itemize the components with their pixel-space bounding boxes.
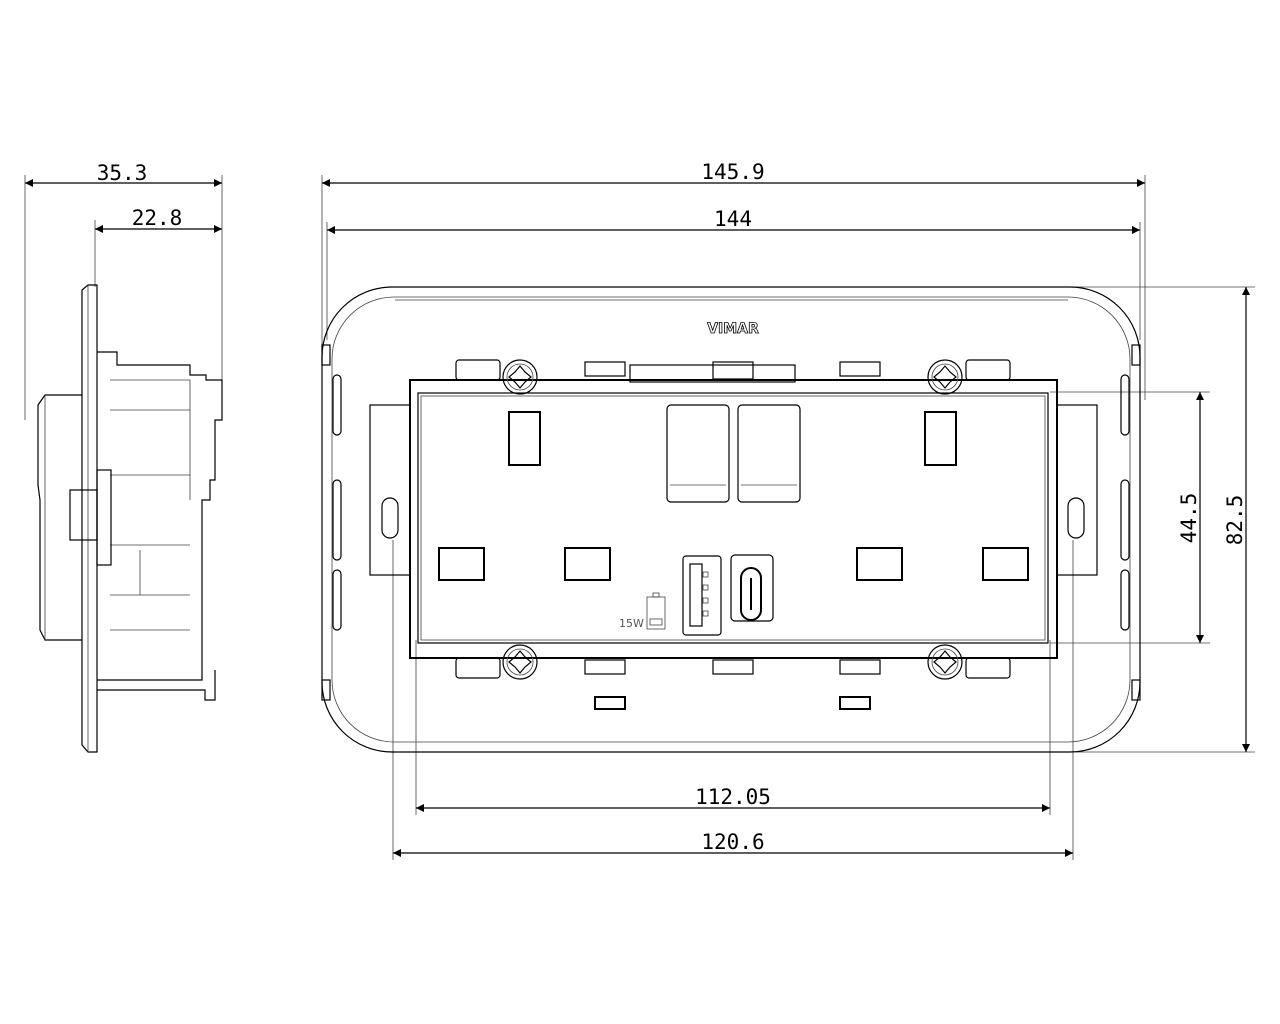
dimension-35-3: 35.3 [25,161,222,187]
screw-icon [502,644,538,680]
dimension-112-05: 112.05 [416,785,1050,812]
dimension-label: 120.6 [701,830,764,854]
pin-socket [982,547,1029,581]
dimension-label: 145.9 [701,160,764,184]
dimension-145-9: 145.9 [322,160,1145,187]
brand-logo: VIMAR [707,321,759,337]
dimension-44-5: 44.5 [1177,392,1204,643]
plate-slots [321,344,1141,701]
usb-c-port-icon [730,554,774,622]
dimension-120-6: 120.6 [393,830,1073,857]
screw-icon [502,359,538,395]
pin-socket [856,547,903,581]
dimension-label: 44.5 [1177,493,1201,544]
dimension-82-5: 82.5 [1223,287,1250,752]
dimension-label: 35.3 [97,161,148,185]
side-view [24,175,223,753]
switch-left [666,404,730,503]
screw-icon [927,644,963,680]
dimension-label: 112.05 [695,785,771,809]
dimension-label: 144 [714,207,752,231]
pin-socket [438,547,485,581]
earth-socket-left [508,411,541,466]
frame-hole-left [381,497,399,539]
screw-icon [927,359,963,395]
dimension-144: 144 [327,207,1140,234]
usb-a-port-icon [682,555,722,636]
switch-right [737,404,801,503]
frame-hole-right [1067,497,1085,539]
earth-socket-right [924,411,957,466]
pin-socket [564,547,611,581]
dimension-22-8: 22.8 [95,206,222,233]
dimension-label: 82.5 [1223,495,1247,546]
usb-power-label: 15W [619,617,644,630]
dimension-label: 22.8 [132,206,183,230]
front-view: VIMAR [321,175,1255,860]
battery-icon [646,592,666,630]
